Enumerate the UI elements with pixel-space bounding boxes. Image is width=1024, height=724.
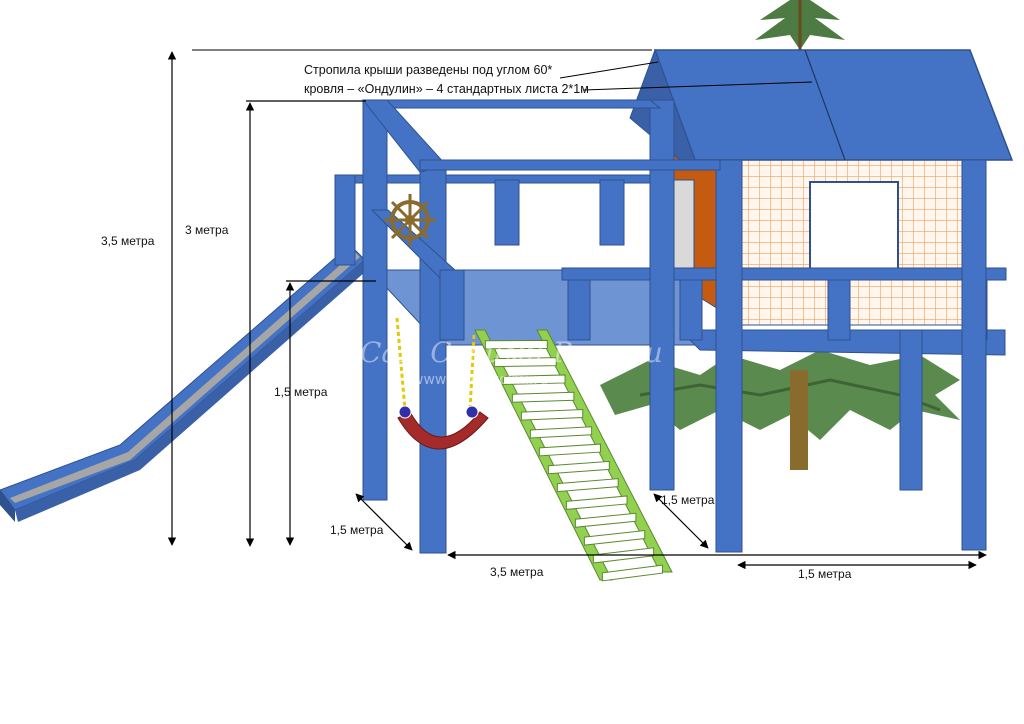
label-deck-height: 1,5 метра xyxy=(274,385,328,399)
ladder-rung xyxy=(493,357,557,368)
ladder-rung xyxy=(601,564,663,582)
ladder-rung xyxy=(484,339,548,350)
ladder-rung xyxy=(574,512,637,528)
roof-note-line2: кровля – «Ондулин» – 4 стандартных листа… xyxy=(304,82,589,96)
ladder-rung xyxy=(511,391,575,403)
ladder-rung xyxy=(565,495,628,510)
house-side-door xyxy=(671,179,695,276)
tree-bottom xyxy=(600,350,960,470)
roof-note-line1: Стропила крыши разведены под углом 60* xyxy=(304,63,552,77)
ladder-rung xyxy=(538,443,601,457)
note-leader-2 xyxy=(583,81,813,91)
label-length: 3,5 метра xyxy=(490,565,544,579)
steering-wheel xyxy=(384,194,436,246)
roof xyxy=(629,48,1014,161)
watermark-site: www.sam.svoimi.ru xyxy=(412,372,548,388)
tree-top xyxy=(755,0,845,50)
swing xyxy=(395,317,489,450)
ladder-rung xyxy=(502,374,566,385)
house-floor xyxy=(678,329,1006,356)
label-platform-height: 3 метра xyxy=(185,223,229,237)
label-depth-left: 1,5 метра xyxy=(330,523,384,537)
slide xyxy=(0,244,366,522)
ladder-rung xyxy=(529,426,593,439)
ladder-rung xyxy=(556,478,619,493)
ladder-rung xyxy=(583,529,646,546)
ladder xyxy=(474,329,673,582)
back-railing xyxy=(334,174,716,266)
label-total-height: 3,5 метра xyxy=(101,234,155,248)
dimension-lines xyxy=(167,51,987,570)
label-depth-right: 1,5 метра xyxy=(661,493,715,507)
label-house-width: 1,5 метра xyxy=(798,567,852,581)
note-leader-1 xyxy=(559,61,659,79)
tree-trunk xyxy=(790,370,808,470)
watermark-text: Сам Своими Руками xyxy=(360,336,663,369)
ladder-rung xyxy=(520,408,584,421)
house-window xyxy=(809,181,899,271)
ladder-rung xyxy=(547,460,610,475)
